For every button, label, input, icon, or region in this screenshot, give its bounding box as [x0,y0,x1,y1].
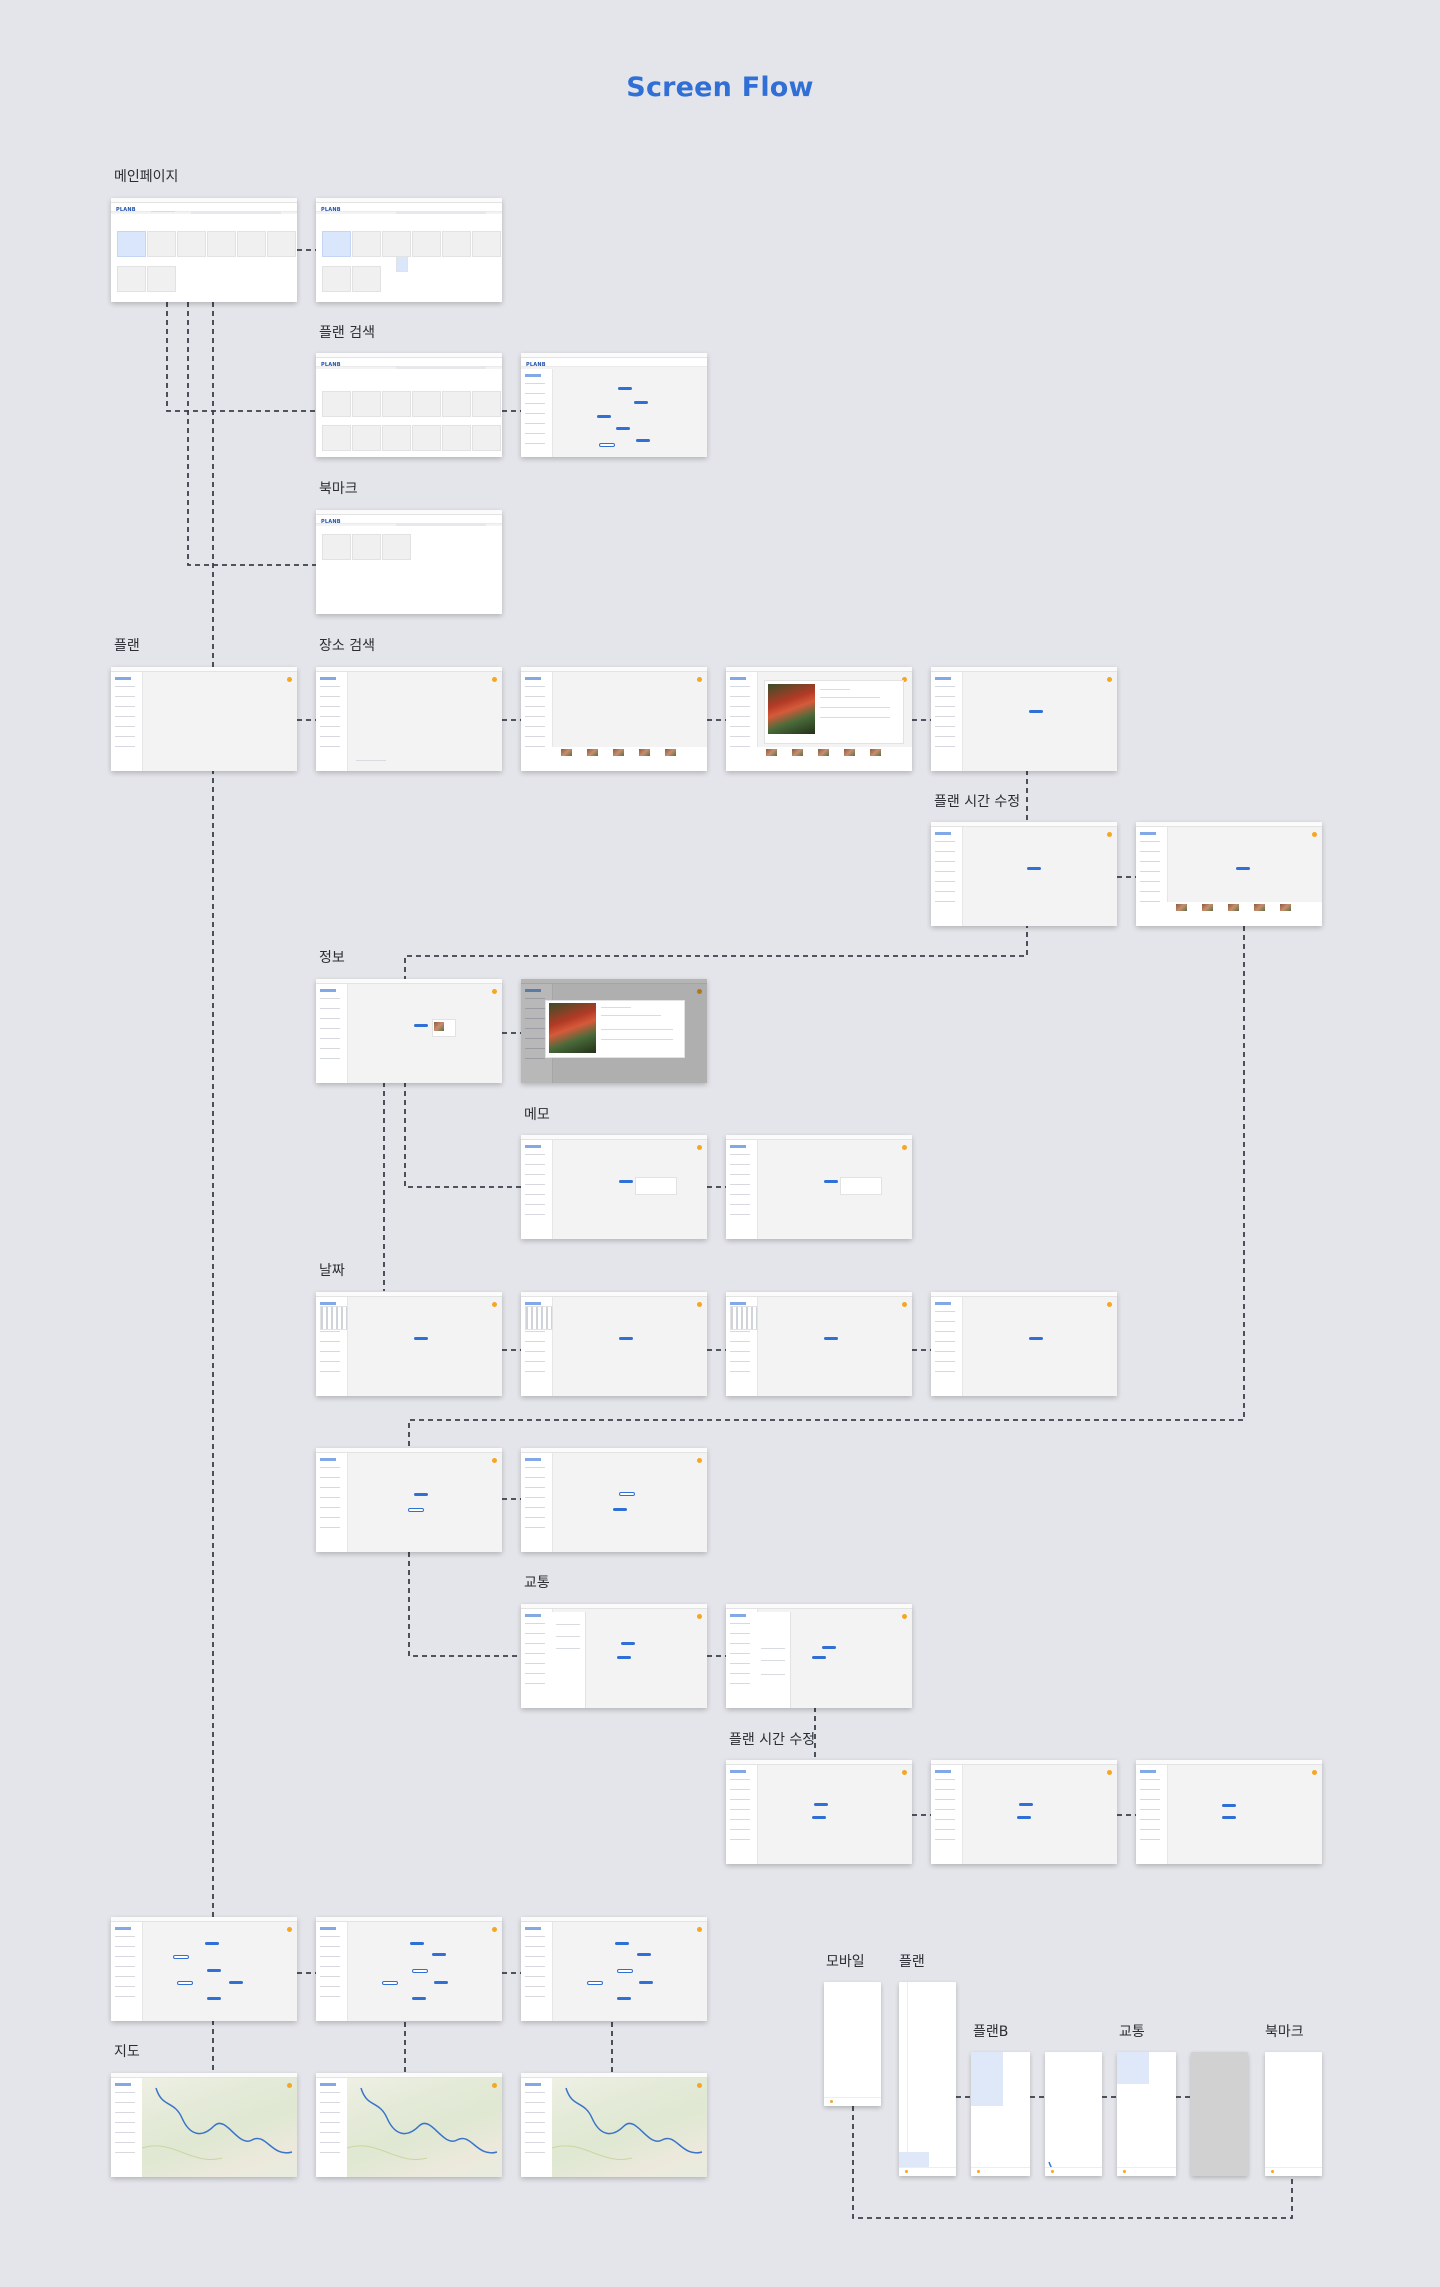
screen-plan-time-edit-4 [931,1760,1117,1864]
new-plan-card[interactable] [117,231,146,257]
screen-info-detail [521,979,707,1083]
section-label-plan: 플랜 [114,638,140,654]
screen-date-2 [521,1292,707,1396]
screen-plan-time-edit-1 [931,822,1117,926]
screen-place-search-detail [726,667,912,771]
screen-plan [111,667,297,771]
screen-map-2 [316,2073,502,2177]
screen-plan-time-edit-5 [1136,1760,1322,1864]
screen-transport-2 [726,1604,912,1708]
screen-date-4 [931,1292,1117,1396]
mobile-screen-bookmark [1265,2052,1322,2176]
section-label-plan-time-edit: 플랜 시간 수정 [934,794,1021,810]
connector-to-transport [408,1552,521,1657]
screen-info [316,979,502,1083]
section-label-bookmark: 북마크 [319,481,358,497]
mobile-screen-plan [899,1982,956,2176]
connector-time-edit-down [408,926,1245,1447]
screen-multi-day-1 [111,1917,297,2021]
screen-memo-2 [726,1135,912,1239]
mobile-screen-plan-b [971,2052,1030,2176]
screen-map-3 [521,2073,707,2177]
screen-main-page: PLANB [111,198,297,302]
connector-main-to-plan-search [166,302,316,412]
section-label-transport: 교통 [524,1575,550,1591]
section-label-mobile-transport: 교통 [1119,2024,1145,2040]
section-label-map: 지도 [114,2044,140,2060]
screen-map-1 [111,2073,297,2177]
screen-plan-time-edit-3 [726,1760,912,1864]
logo: PLANB [321,362,341,368]
section-label-memo: 메모 [524,1107,550,1123]
mobile-screen-map [1045,2052,1102,2176]
screen-bookmark: PLANB [316,510,502,614]
screen-plan-time-edit-2 [1136,822,1322,926]
screen-plan-node-1 [316,1448,502,1552]
mobile-screen-home [824,1982,881,2106]
section-label-main-page: 메인페이지 [114,169,179,185]
section-label-plan-time-edit-2: 플랜 시간 수정 [729,1732,816,1748]
section-label-info: 정보 [319,950,345,966]
screen-multi-day-2 [316,1917,502,2021]
section-label-plan-search: 플랜 검색 [319,325,375,341]
section-label-date: 날짜 [319,1263,345,1279]
screen-place-search-2 [521,667,707,771]
screen-date-1 [316,1292,502,1396]
logo: PLANB [526,362,546,368]
page-title: Screen Flow [626,72,814,103]
section-label-mobile: 모바일 [826,1954,865,1970]
screen-multi-day-3 [521,1917,707,2021]
screen-transport-1 [521,1604,707,1708]
logo: PLANB [321,519,341,525]
connector-main-to-bookmark [187,302,316,566]
logo: PLANB [321,207,341,213]
screen-place-search-1 [316,667,502,771]
mobile-screen-transport-sheet [1191,2052,1248,2176]
section-label-mobile-plan: 플랜 [899,1954,925,1970]
screen-main-page-menu: PLANB [316,198,502,302]
screen-place-added [931,667,1117,771]
mobile-screen-transport [1117,2052,1176,2176]
logo: PLANB [116,207,136,213]
section-label-mobile-bookmark: 북마크 [1265,2024,1304,2040]
screen-date-3 [726,1292,912,1396]
screen-plan-search: PLANB [316,353,502,457]
screen-plan-search-result: PLANB [521,353,707,457]
connector-info-to-memo [404,1082,521,1188]
screen-memo-1 [521,1135,707,1239]
connector-mobile-loop [852,2106,1293,2219]
screen-plan-node-2 [521,1448,707,1552]
section-label-mobile-plan-b: 플랜B [973,2024,1009,2040]
section-label-place-search: 장소 검색 [319,638,375,654]
